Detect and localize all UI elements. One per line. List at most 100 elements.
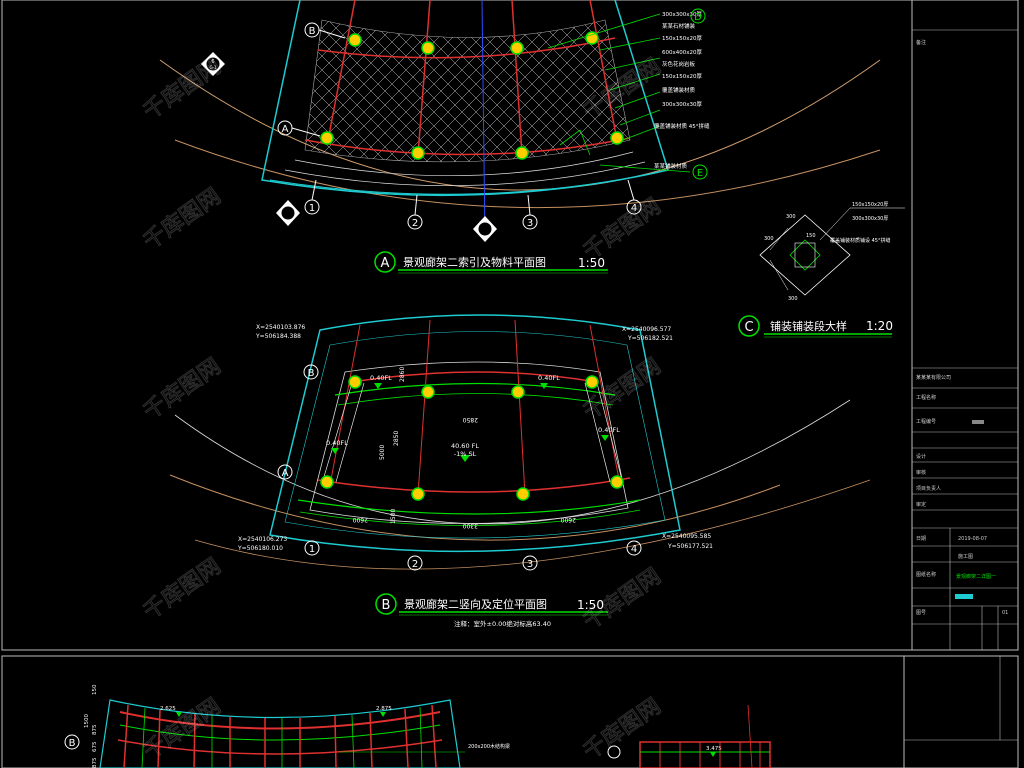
legend-item: 300x300x30厚 — [662, 11, 703, 18]
tb-mark — [972, 420, 984, 424]
axis-1-label: 1 — [309, 203, 315, 214]
coord-text: Y=506182.521 — [627, 335, 673, 342]
coord-text: X=2540103.876 — [256, 324, 305, 331]
tb-sheet: 01 — [1002, 610, 1008, 616]
tb-row: 审定 — [916, 501, 926, 508]
title-block — [912, 29, 1018, 650]
coord-text: Y=506184.388 — [255, 333, 301, 340]
bottom-dim: 150 — [92, 684, 98, 695]
dimension-text: 3300 — [463, 522, 478, 529]
tb-row: 工程名称 — [916, 394, 936, 401]
axis-a-label: A — [282, 124, 289, 135]
tb-row: 项目负责人 — [916, 485, 941, 492]
tb-drawing-name: 景观廊架二详图一 — [956, 573, 996, 580]
tb-row: 日期 — [916, 536, 926, 542]
legend-item: 某某石材铺装 — [662, 22, 696, 30]
bottom-elevation: 3.475 — [706, 746, 722, 752]
bottom-dim: 1500 — [84, 714, 90, 728]
bottom-sheet: 200x200木结构梁 B 2.625 2.875 3.475 150 1500… — [1, 655, 1019, 768]
elevation-label: 0.40FL — [370, 374, 392, 382]
elevation-label: -1% SL — [454, 450, 477, 458]
detail-c: 300 150 300 300 150x150x20厚 300x300x30厚 … — [738, 202, 905, 338]
watermark-text: 千库图网 — [139, 694, 225, 765]
coord-text: X=2540095.585 — [662, 533, 711, 540]
axis-4-label: 4 — [631, 203, 637, 214]
watermark-text: 千库图网 — [139, 354, 225, 425]
title-c-letter: C — [744, 320, 753, 335]
watermark-text: 千库图网 — [579, 194, 665, 265]
axis-4-label-2: 4 — [631, 544, 637, 555]
section-mark-bottom: G-1 — [209, 65, 217, 70]
dimension-text: 1500 — [390, 509, 397, 524]
coordinates: X=2540103.876 Y=506184.388 X=2540096.577… — [237, 324, 713, 552]
legend-item: 灰色花岗岩板 — [662, 60, 696, 68]
tb-row: 审核 — [916, 469, 926, 476]
axis-3-label: 3 — [527, 218, 533, 229]
watermark-text: 千库图网 — [139, 54, 225, 125]
bottom-elevation: 2.875 — [376, 706, 392, 712]
legend-item: 覆盖铺装材质 45°拼缝 — [654, 122, 710, 130]
section-mark-top: 6 — [211, 59, 214, 65]
detail-c-dim: 300 — [788, 296, 798, 302]
legend-item: 300x300x30厚 — [662, 101, 703, 108]
title-a-text: 景观廊架二索引及物料平面图 — [403, 255, 546, 269]
axis-1-label-2: 1 — [309, 544, 315, 555]
title-c-text: 铺装铺装段大样 — [770, 319, 847, 333]
detail-c-dim: 150 — [806, 233, 816, 239]
dimension-text: 2600 — [353, 516, 368, 523]
title-b-text: 景观廊架二竖向及定位平面图 — [404, 597, 547, 611]
dimension-text: 2600 — [561, 516, 576, 523]
dimension-text: 2850 — [393, 431, 400, 446]
bottom-note: 200x200木结构梁 — [468, 743, 510, 750]
dimension-text: 2850 — [463, 416, 478, 423]
elevation-label: 40.60 FL — [451, 442, 479, 450]
title-b-scale: 1:50 — [577, 598, 604, 612]
legend-item: 150x150x20厚 — [662, 73, 703, 80]
legend-item: 150x150x20厚 — [662, 35, 703, 42]
coord-text: Y=506180.010 — [237, 545, 283, 552]
legend-a: 300x300x30厚 某某石材铺装 150x150x20厚 600x400x2… — [654, 11, 710, 170]
watermark-text: 千库图网 — [579, 694, 665, 765]
title-a-letter: A — [381, 256, 390, 271]
callout-d: D — [694, 12, 702, 23]
coord-text: X=2540096.577 — [622, 326, 671, 333]
axis-b-label-2: B — [308, 368, 315, 379]
coord-text: X=2540106.273 — [238, 536, 287, 543]
callout-e: E — [697, 168, 703, 179]
section-mark-icon — [201, 52, 497, 242]
tb-row: 设计 — [916, 453, 926, 460]
bottom-dim: 875 — [92, 757, 98, 768]
dimension-text: 2860 — [399, 367, 406, 382]
plan-a: B A 1 2 3 4 6 G-1 300 — [159, 0, 881, 274]
legend-item: 600x400x20厚 — [662, 49, 703, 56]
bottom-elevation: 2.625 — [160, 706, 176, 712]
tb-row: 图号 — [916, 610, 926, 616]
tb-row: 工程编号 — [916, 418, 936, 425]
watermark-text: 千库图网 — [139, 184, 225, 255]
coord-text: Y=506177.521 — [667, 543, 713, 550]
detail-c-note: 150x150x20厚 — [852, 202, 888, 208]
tb-row: 某某某有限公司 — [916, 374, 951, 381]
tb-color-swatch — [955, 594, 973, 599]
plan-b: B A 1 2 3 4 X=2540103.876 Y=506184.388 X… — [169, 314, 871, 628]
legend-item: 覆盖铺装材质 — [662, 86, 696, 94]
axis-2-label: 2 — [412, 218, 418, 229]
axis-a-label-2: A — [282, 468, 289, 479]
legend-item: 某某铺装材质 — [654, 162, 688, 170]
tb-remark: 备注 — [916, 39, 926, 46]
tb-row: 图纸名称 — [916, 571, 936, 578]
title-c-scale: 1:20 — [866, 319, 893, 333]
title-block-text: 备注 某某某有限公司 工程名称 工程编号 设计 审核 项目负责人 审定 日期 2… — [916, 39, 1008, 616]
axis-b-label: B — [309, 26, 316, 37]
title-b-letter: B — [382, 598, 391, 613]
elevation-label: 0.40FL — [538, 374, 560, 382]
detail-c-dim: 300 — [764, 236, 774, 242]
note-b: 注释：室外±0.00绝对标高63.40 — [454, 619, 551, 628]
title-a-scale: 1:50 — [578, 256, 605, 270]
drawing-frame — [1, 0, 1019, 651]
tb-date: 2019-08-07 — [958, 536, 987, 542]
detail-c-dim: 300 — [786, 214, 796, 220]
detail-c-note: 300x300x30厚 — [852, 216, 888, 222]
